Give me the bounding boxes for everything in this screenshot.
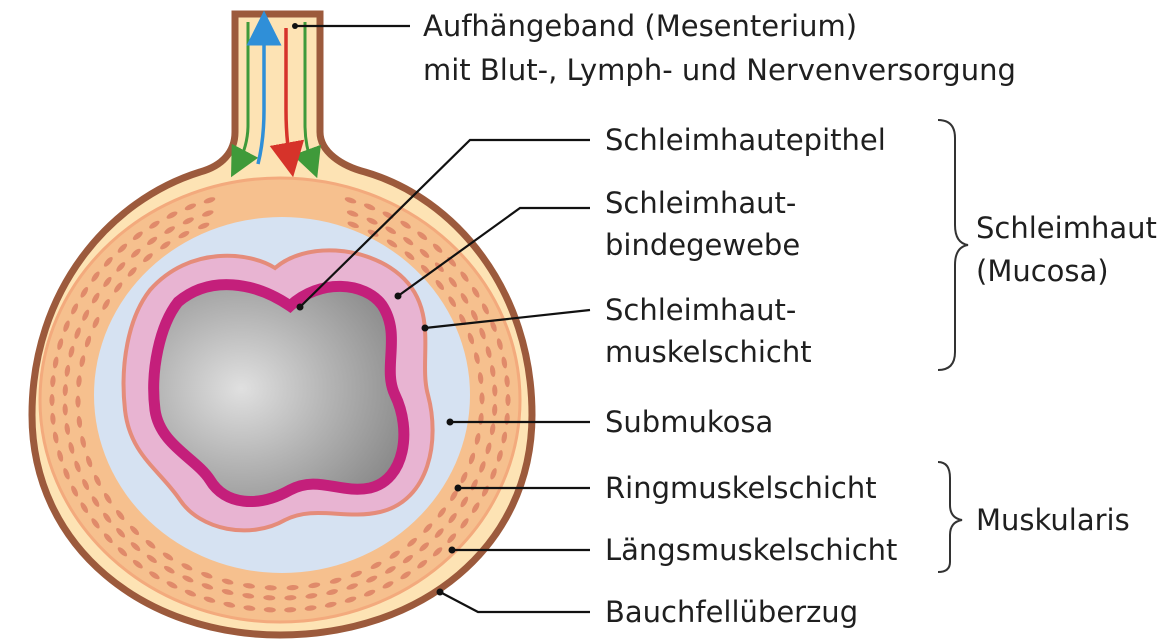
group-muscularis: Muskularis — [976, 503, 1130, 537]
label-muscularis-mucosae-line2: muskelschicht — [605, 335, 812, 369]
leader-dot-submucosa — [447, 419, 454, 426]
label-connective-line2: bindegewebe — [605, 228, 800, 262]
leader-dot-longitudinal — [449, 547, 456, 554]
label-circular-muscle: Ringmuskelschicht — [605, 471, 877, 505]
label-mesentery-line2: mit Blut-, Lymph- und Nervenversorgung — [423, 53, 1016, 87]
leader-serosa — [440, 592, 590, 612]
label-longitudinal-muscle: Längsmuskelschicht — [605, 533, 897, 567]
leader-dot-connective — [395, 293, 402, 300]
brace-mucosa — [938, 120, 968, 370]
leader-dot-muscularis-mucosae — [422, 325, 429, 332]
label-connective-line1: Schleimhaut- — [605, 186, 796, 220]
leader-dot-serosa — [437, 589, 444, 596]
label-serosa: Bauchfellüberzug — [605, 595, 858, 629]
group-mucosa-line1: Schleimhaut — [976, 211, 1157, 245]
group-mucosa-line2: (Mucosa) — [976, 254, 1109, 288]
label-mesentery-line1: Aufhängeband (Mesenterium) — [423, 9, 857, 43]
muscle-cell — [49, 394, 54, 406]
brace-muscularis — [938, 462, 962, 572]
label-submucosa: Submukosa — [605, 405, 773, 439]
label-muscularis-mucosae-line1: Schleimhaut- — [605, 293, 796, 327]
muscle-cell — [505, 394, 510, 406]
label-epithelium: Schleimhautepithel — [605, 123, 886, 157]
leader-dot-mesentery — [292, 23, 298, 29]
leader-dot-epithelium — [297, 304, 304, 311]
leader-dot-circular — [455, 485, 462, 492]
